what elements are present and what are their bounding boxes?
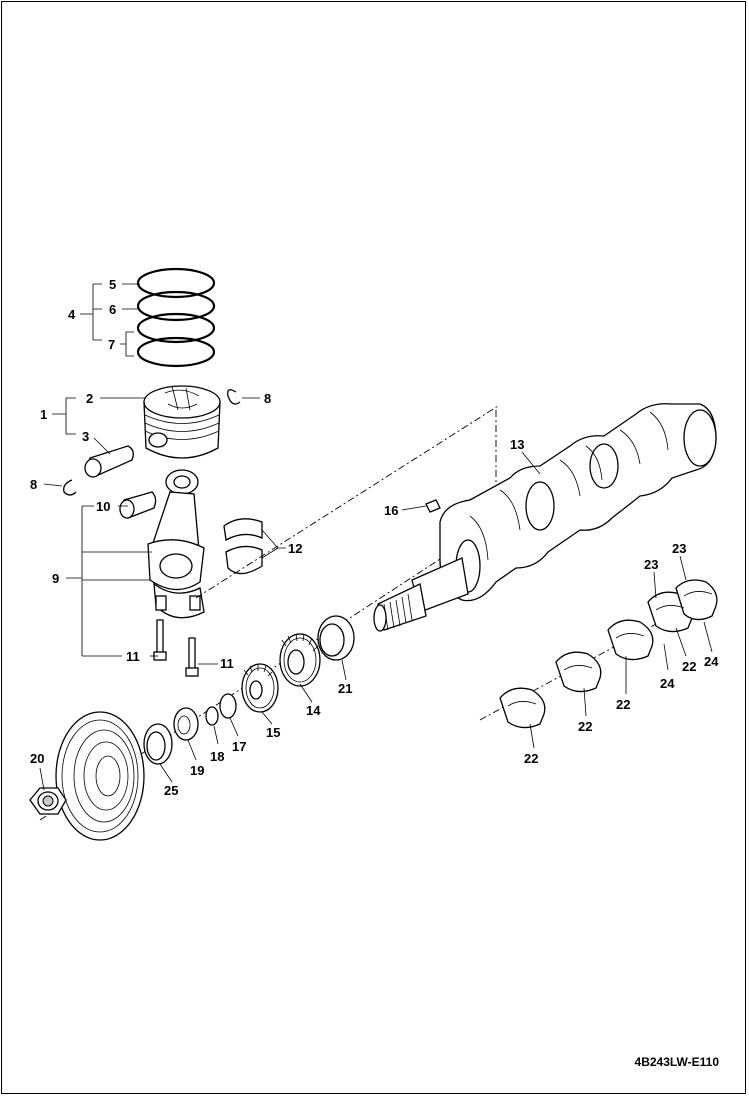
main-bearings [499,579,718,729]
callout-11-left: 11 [126,649,140,664]
callout-14: 14 [306,703,321,718]
circlip-left [63,479,77,496]
timing-gear [241,663,279,713]
callout-6: 6 [109,302,116,317]
callout-12: 12 [288,541,302,556]
callout-labels: 5 6 4 7 2 1 3 8 8 10 9 11 11 12 13 16 21… [30,277,719,798]
callout-7: 7 [108,337,115,352]
callout-19: 19 [190,763,204,778]
callout-11-right: 11 [220,656,234,671]
callout-18: 18 [210,749,224,764]
callout-4: 4 [68,307,76,322]
washer-17 [219,693,237,719]
woodruff-key [425,499,441,513]
oil-seal [143,723,173,765]
circlip-right [227,389,241,405]
callout-9: 9 [52,571,59,586]
collar-19 [173,707,199,741]
drawing-code: 4B243LW-E110 [634,1055,719,1069]
piston-pin [84,445,134,478]
thrust-ring [317,615,355,661]
callout-23-a: 23 [644,557,658,572]
connecting-rod [147,469,205,619]
callout-3: 3 [82,429,89,444]
callout-20: 20 [30,751,44,766]
callout-25: 25 [164,783,178,798]
callout-24-a: 24 [660,676,675,691]
callout-24-b: 24 [704,654,719,669]
callout-13: 13 [510,437,524,452]
callout-22-b: 22 [578,719,592,734]
callout-8-right: 8 [264,391,271,406]
callout-5: 5 [109,277,116,292]
callout-21: 21 [338,681,352,696]
callout-22-a: 22 [524,751,538,766]
crank-pulley [55,711,145,841]
leader-lines [39,283,713,791]
callout-22-d: 22 [682,659,696,674]
callout-16: 16 [384,503,398,518]
crankshaft [373,403,717,632]
callout-23-b: 23 [672,541,686,556]
crank-gear [279,633,321,687]
callout-15: 15 [266,725,280,740]
small-end-bushing [119,491,157,519]
piston-rings [136,267,216,368]
rod-bolts [153,619,199,677]
rod-bearing-shells [223,518,263,575]
spacer-18 [205,706,219,726]
pulley-nut [29,787,67,815]
callout-2: 2 [86,391,93,406]
callout-10: 10 [96,499,110,514]
callout-17: 17 [232,739,246,754]
callout-8-left: 8 [30,477,37,492]
callout-1: 1 [40,407,47,422]
piston [143,385,221,459]
callout-22-c: 22 [616,697,630,712]
